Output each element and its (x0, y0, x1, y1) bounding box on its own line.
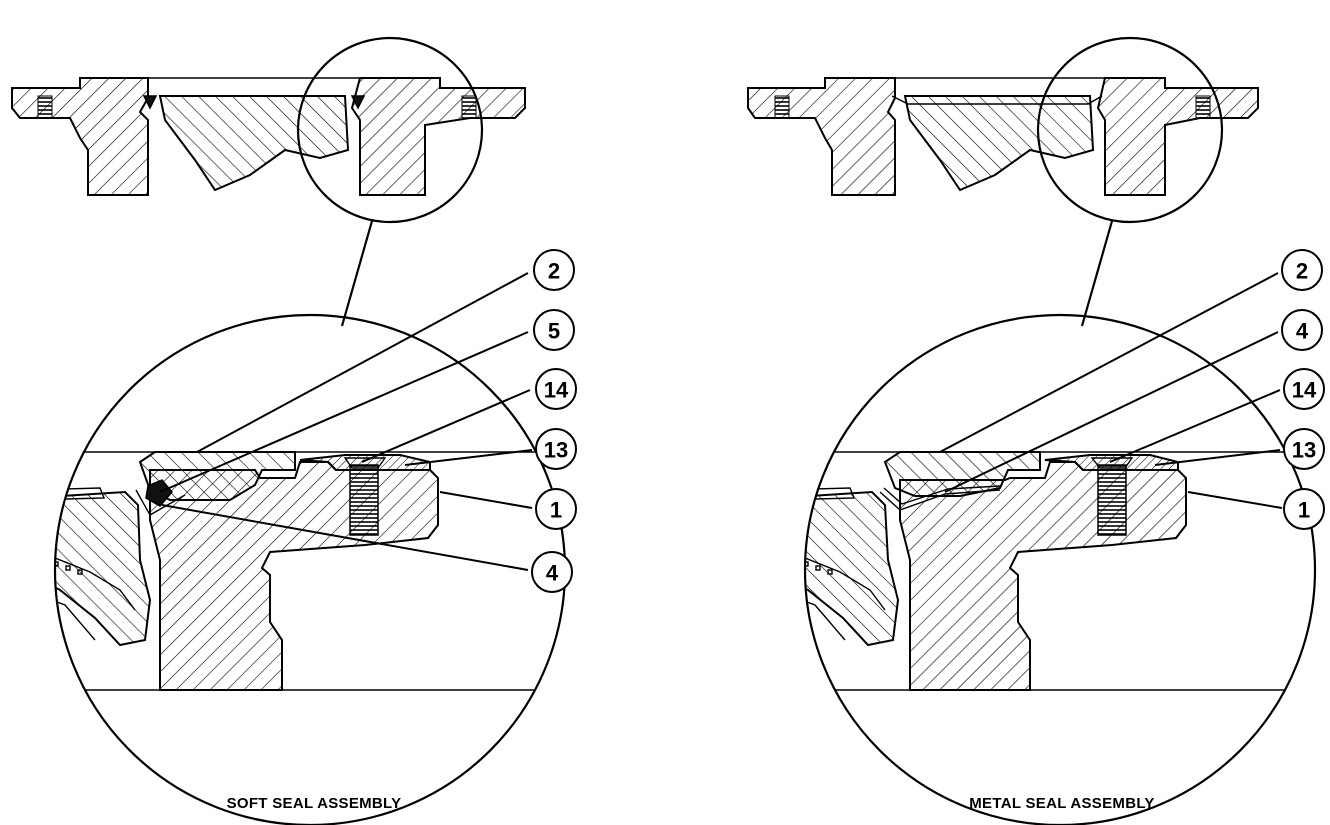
callout-label: 14 (1292, 378, 1317, 403)
callout-label: 13 (544, 438, 568, 463)
callout-1: 1 (1283, 488, 1325, 530)
callout-13: 13 (535, 428, 577, 470)
callout-5: 5 (533, 309, 575, 351)
callout-label: 5 (548, 319, 560, 344)
callout-label: 2 (1296, 259, 1308, 284)
soft-seal-view: 2 5 14 13 1 4 SOFT SEAL ASSE (11, 36, 577, 825)
callout-14: 14 (1283, 368, 1325, 410)
callout-13: 13 (1283, 428, 1325, 470)
view-caption: SOFT SEAL ASSEMBLY (227, 795, 402, 812)
metal-seal-detail: 2 4 14 13 1 (803, 249, 1325, 825)
callout-label: 14 (544, 378, 569, 403)
callout-2: 2 (533, 249, 575, 291)
callout-label: 2 (548, 259, 560, 284)
callout-label: 1 (550, 498, 562, 523)
callout-label: 1 (1298, 498, 1310, 523)
callout-4: 4 (1281, 309, 1323, 351)
callout-label: 4 (1296, 319, 1309, 344)
soft-seal-overview (11, 36, 526, 327)
detail-circle (296, 36, 484, 224)
callout-label: 4 (546, 561, 559, 586)
view-caption: METAL SEAL ASSEMBLY (969, 795, 1154, 812)
callout-label: 13 (1292, 438, 1316, 463)
callout-1: 1 (535, 488, 577, 530)
metal-seal-overview (747, 36, 1259, 327)
detail-circle (1036, 36, 1224, 224)
callout-2: 2 (1281, 249, 1323, 291)
metal-seal-view: 2 4 14 13 1 METAL SEAL ASSEMBLY (747, 36, 1325, 825)
callout-14: 14 (535, 368, 577, 410)
callout-4: 4 (531, 551, 573, 593)
soft-seal-detail: 2 5 14 13 1 4 (53, 249, 577, 825)
